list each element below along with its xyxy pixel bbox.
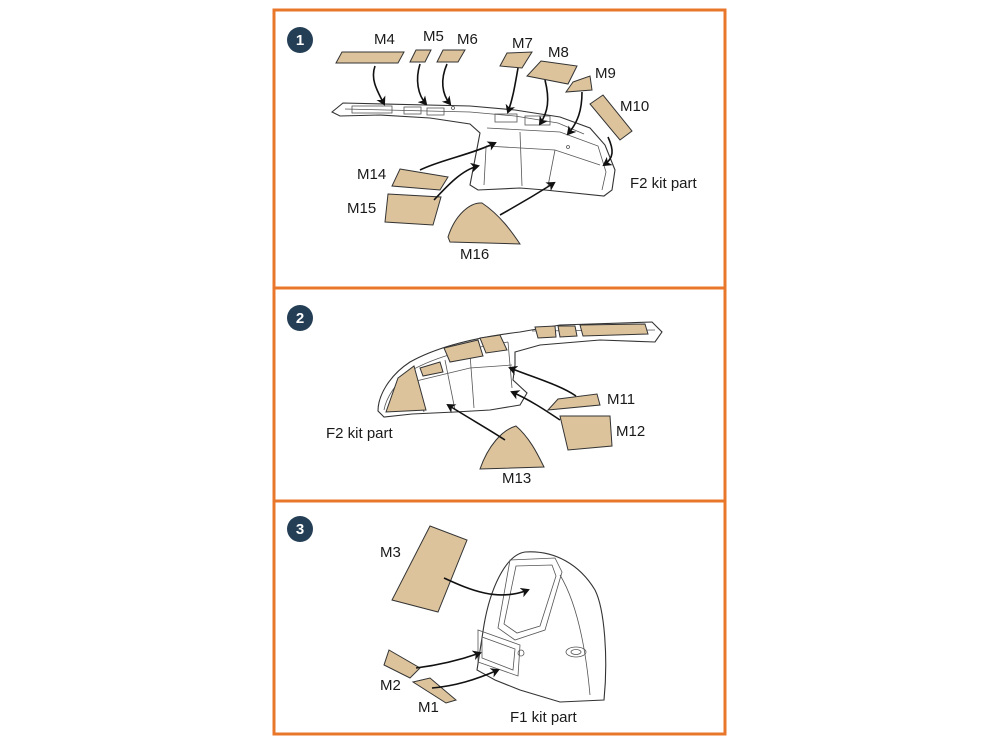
label-m5: M5 (423, 28, 444, 45)
step-2-part-label: F2 kit part (326, 425, 394, 442)
step-2-badge: 2 (287, 305, 313, 331)
step-2-panel: 2 M11 M12 (272, 286, 727, 503)
label-m4: M4 (374, 31, 395, 48)
step-2-arrows (446, 365, 577, 441)
label-m1: M1 (418, 699, 439, 716)
step-1-canopy (330, 102, 616, 197)
label-m10: M10 (620, 98, 649, 115)
label-m16: M16 (460, 246, 489, 263)
step-3-windscreen-part (476, 551, 607, 703)
mask-m2 (383, 649, 421, 679)
mask-m11 (546, 393, 601, 411)
mask-m12 (559, 415, 613, 451)
mask-m13 (479, 425, 545, 470)
label-m8: M8 (548, 44, 569, 61)
mask-m10 (589, 94, 633, 141)
label-m6: M6 (457, 31, 478, 48)
label-m2: M2 (380, 677, 401, 694)
svg-text:1: 1 (296, 32, 304, 49)
step-1-part-label: F2 kit part (630, 175, 698, 192)
label-m15: M15 (347, 200, 376, 217)
step-1-badge: 1 (287, 27, 313, 53)
step-3-arrows (415, 577, 530, 689)
svg-text:2: 2 (296, 310, 304, 327)
mask-m1 (411, 677, 458, 704)
mask-m6 (436, 49, 466, 63)
mask-m5 (409, 49, 432, 63)
mask-m15 (384, 193, 442, 226)
mask-m3 (391, 525, 468, 613)
step-2-frame (272, 286, 727, 503)
label-m3: M3 (380, 544, 401, 561)
mask-m4 (335, 51, 405, 64)
step-3-panel: 3 M3 M2 M1 F1 kit part (272, 499, 727, 736)
step-3-part-label: F1 kit part (510, 709, 578, 726)
mask-m9 (564, 75, 593, 93)
label-m13: M13 (502, 470, 531, 487)
label-m7: M7 (512, 35, 533, 52)
label-m9: M9 (595, 65, 616, 82)
label-m14: M14 (357, 166, 386, 183)
label-m12: M12 (616, 423, 645, 440)
mask-m16 (447, 202, 521, 245)
step-3-badge: 3 (287, 516, 313, 542)
mask-m7 (499, 51, 533, 69)
step-1-arrows (372, 63, 613, 216)
mask-m14 (391, 168, 449, 191)
mask-m8 (526, 60, 578, 85)
step-1-panel: 1 (272, 8, 727, 290)
svg-text:3: 3 (296, 521, 304, 538)
label-m11: M11 (607, 391, 635, 408)
